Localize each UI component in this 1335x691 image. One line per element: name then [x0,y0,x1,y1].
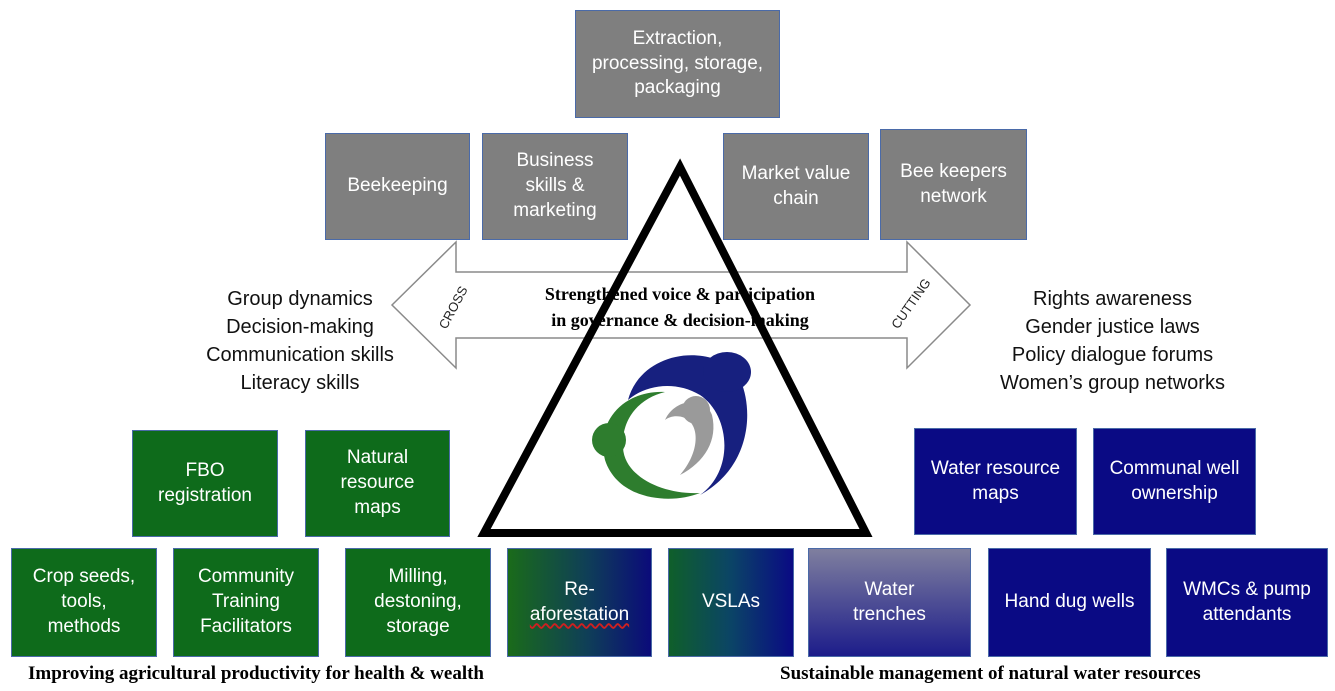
left-list-item: Communication skills [206,344,394,366]
wrm-label: Water resource maps [930,457,1061,504]
logo-icon [592,352,751,499]
center-statement: Strengthened voice & participation in go… [480,281,880,333]
right-list-item: Women’s group networks [1000,372,1225,394]
water-trenches-box: Water trenches [808,548,971,657]
fbo-registration-box: FBO registration [132,430,278,537]
right-rights-list: Rights awareness Gender justice laws Pol… [980,285,1245,397]
communal-well-box: Communal well ownership [1093,428,1256,535]
right-list-item: Policy dialogue forums [1011,344,1214,366]
hand-dug-wells-box: Hand dug wells [988,548,1151,657]
fbo-label: FBO registration [158,459,252,506]
beekeeping-box: Beekeeping [325,133,470,240]
ctf-label: Community Training Facilitators [197,566,295,637]
community-training-box: Community Training Facilitators [173,548,319,657]
caption-water: Sustainable management of natural water … [780,663,1201,684]
center-line-2: in governance & decision-making [551,310,809,330]
milling-label: Milling, destoning, storage [374,566,462,637]
left-list-item: Group dynamics [227,288,373,310]
beekeepers-network-label: Bee keepers network [900,160,1007,207]
crop-seeds-box: Crop seeds, tools, methods [11,548,157,657]
vslas-label: VSLAs [701,591,761,613]
extraction-label: Extraction, processing, storage, packagi… [591,27,764,99]
trenches-label: Water trenches [853,578,926,625]
right-list-item: Gender justice laws [1025,316,1200,338]
crop-label: Crop seeds, tools, methods [32,566,136,637]
beekeeping-label: Beekeeping [347,175,448,197]
milling-box: Milling, destoning, storage [345,548,491,657]
reaforestation-box: Re- aforestation [507,548,652,657]
nrm-label: Natural resource maps [340,447,415,518]
extraction-box: Extraction, processing, storage, packagi… [575,10,780,118]
reafor-label-2: aforestation [529,603,630,625]
vslas-box: VSLAs [668,548,794,657]
caption-agriculture: Improving agricultural productivity for … [28,663,484,684]
right-list-item: Rights awareness [1033,288,1192,310]
left-skill-list: Group dynamics Decision-making Communica… [185,285,415,397]
center-line-1: Strengthened voice & participation [544,284,816,304]
wmcs-label: WMCs & pump attendants [1183,578,1311,625]
reafor-label-1: Re- [564,578,595,600]
communal-label: Communal well ownership [1109,457,1240,504]
triangle [477,158,873,537]
wmcs-box: WMCs & pump attendants [1166,548,1328,657]
cross-cutting-arrow [390,240,972,370]
market-label: Market value chain [741,162,851,209]
business-label: Business skills & marketing [513,150,597,221]
left-list-item: Decision-making [226,316,374,338]
business-box: Business skills & marketing [482,133,628,240]
beekeepers-network-box: Bee keepers network [880,129,1027,240]
market-value-box: Market value chain [723,133,869,240]
natural-resource-maps-box: Natural resource maps [305,430,450,537]
water-resource-maps-box: Water resource maps [914,428,1077,535]
left-list-item: Literacy skills [240,372,360,394]
hand-dug-label: Hand dug wells [1004,591,1135,613]
